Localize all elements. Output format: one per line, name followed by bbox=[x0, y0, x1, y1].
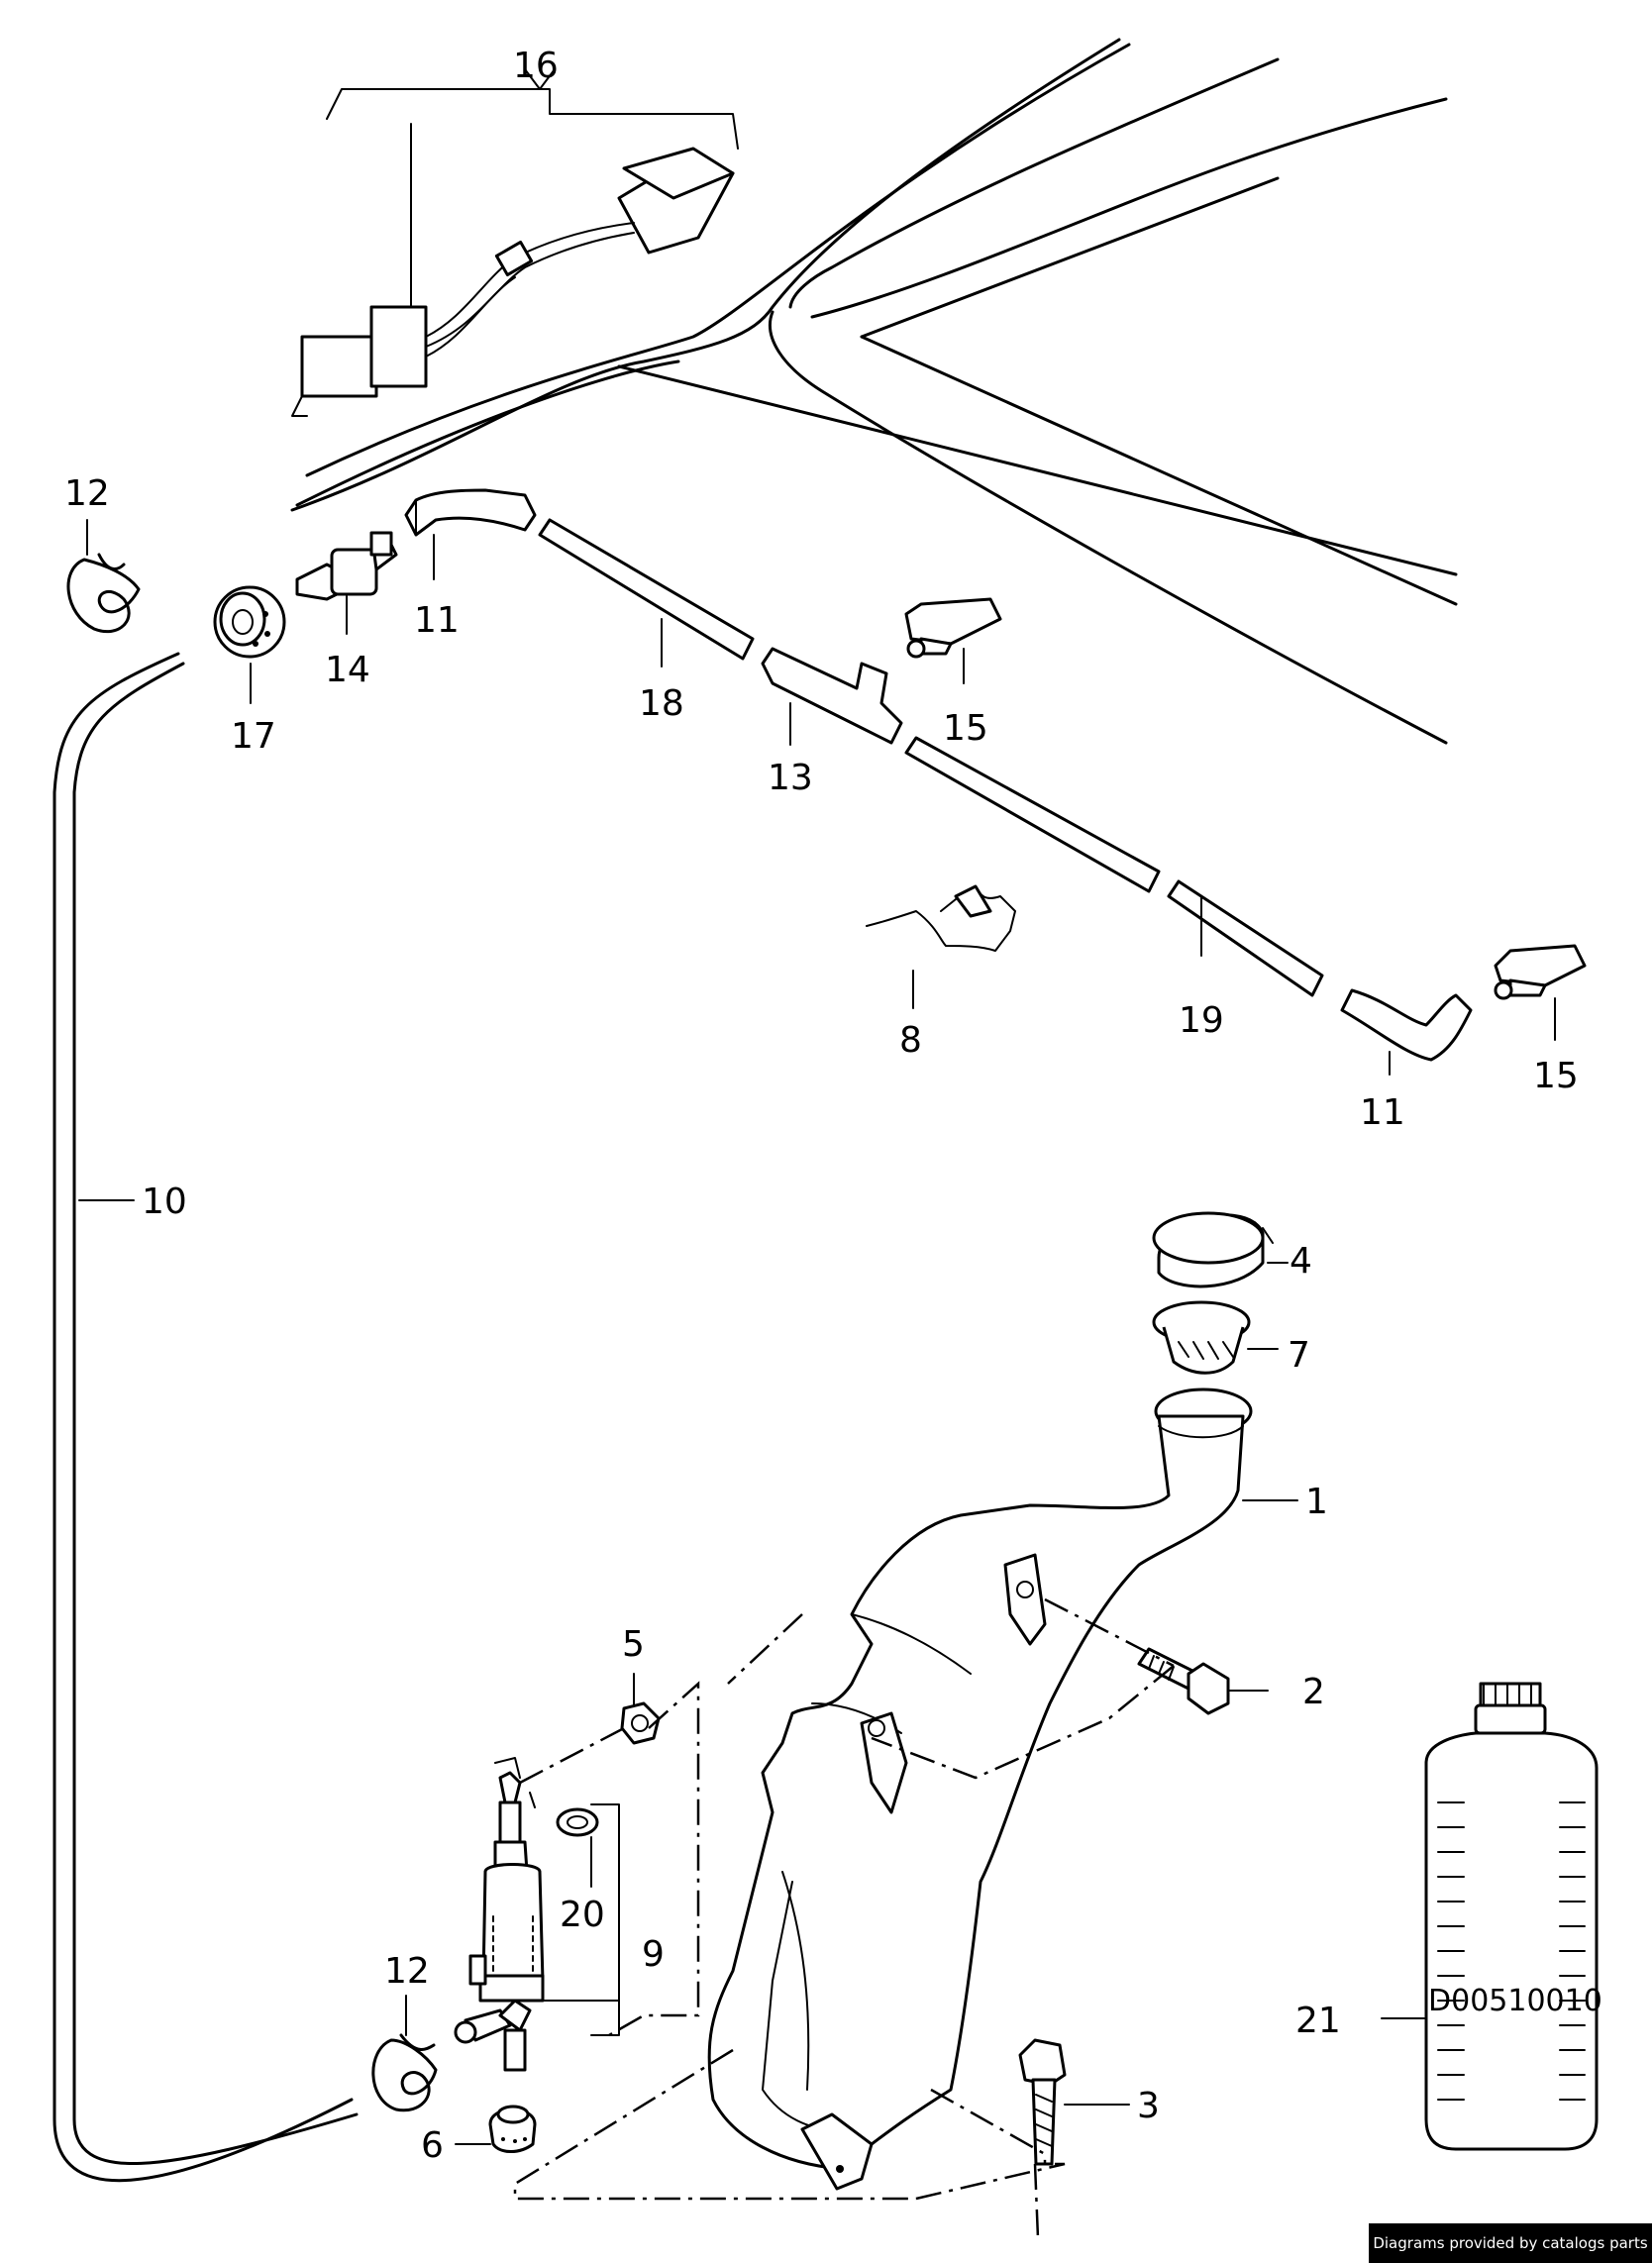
leader-lines bbox=[78, 519, 1556, 2145]
t-connector bbox=[761, 647, 903, 745]
callout-17: 17 bbox=[231, 716, 276, 757]
credit-banner: Diagrams provided by catalogs parts bbox=[1369, 2223, 1652, 2263]
grommet bbox=[213, 585, 286, 659]
washer-jet-lower bbox=[1494, 944, 1587, 1000]
strainer bbox=[1152, 1300, 1251, 1375]
callout-4: 4 bbox=[1290, 1241, 1312, 1282]
callout-8: 8 bbox=[899, 1020, 922, 1061]
hose-bracket bbox=[866, 884, 1016, 952]
hose-clip-lower bbox=[371, 2033, 438, 2112]
washer-pump bbox=[454, 1757, 620, 2072]
callout-1: 1 bbox=[1305, 1482, 1328, 1522]
callout-10: 10 bbox=[142, 1182, 187, 1222]
callout-15-upper: 15 bbox=[943, 708, 988, 749]
callout-9: 9 bbox=[642, 1934, 665, 1975]
callout-7: 7 bbox=[1288, 1335, 1310, 1376]
callout-19: 19 bbox=[1179, 1000, 1224, 1041]
hose-straight-18 bbox=[538, 518, 755, 661]
callout-18: 18 bbox=[639, 683, 684, 724]
callout-16: 16 bbox=[513, 46, 559, 86]
callout-labels: 16 12 11 14 17 18 13 15 8 19 11 15 10 4 … bbox=[64, 46, 1579, 2166]
callout-6: 6 bbox=[421, 2125, 444, 2166]
bracket-bolt bbox=[1018, 2038, 1067, 2166]
reservoir-cap bbox=[1152, 1211, 1274, 1288]
reservoir-screw bbox=[1137, 1647, 1230, 1715]
heated-jet-harness bbox=[291, 68, 739, 417]
callout-11-upper: 11 bbox=[414, 600, 460, 641]
washer-reservoir bbox=[707, 1388, 1253, 2191]
callout-15-lower: 15 bbox=[1533, 1056, 1579, 1096]
hose-clip-upper bbox=[66, 553, 141, 634]
callout-20: 20 bbox=[560, 1895, 605, 1935]
elbow-hose-lower bbox=[1340, 988, 1473, 1062]
supply-hose bbox=[52, 652, 359, 2183]
callout-14: 14 bbox=[325, 650, 370, 690]
callout-5: 5 bbox=[622, 1624, 645, 1665]
hose-straight-19 bbox=[904, 736, 1324, 997]
check-valve bbox=[295, 531, 398, 601]
callout-12-upper: 12 bbox=[64, 473, 110, 514]
callout-13: 13 bbox=[768, 758, 813, 798]
washer-jet-upper bbox=[904, 597, 1002, 659]
pump-nut bbox=[488, 2105, 537, 2153]
pump-seal bbox=[556, 1807, 599, 1888]
cleaner-bottle: D00510010 bbox=[1424, 1682, 1602, 2151]
elbow-hose-upper bbox=[404, 488, 537, 537]
callout-11-lower: 11 bbox=[1360, 1092, 1405, 1133]
callout-12-lower: 12 bbox=[384, 1951, 430, 1992]
assembly-lines bbox=[513, 1597, 1175, 2239]
callout-2: 2 bbox=[1302, 1672, 1325, 1712]
callout-21: 21 bbox=[1295, 2001, 1341, 2041]
callout-3: 3 bbox=[1137, 2086, 1160, 2126]
hood-outline bbox=[290, 38, 1458, 745]
bottle-part-number: D00510010 bbox=[1428, 1984, 1602, 2018]
